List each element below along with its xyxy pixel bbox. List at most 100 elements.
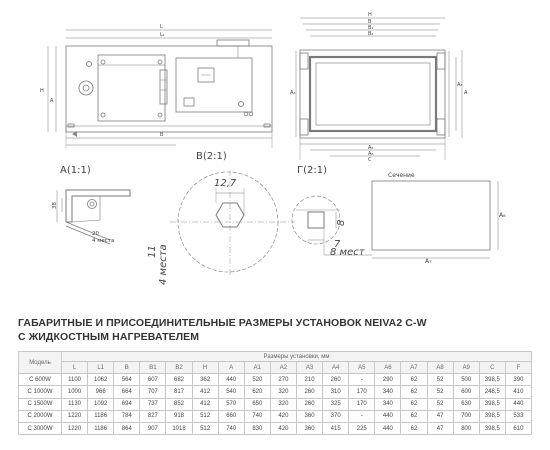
value-cell: 533 (504, 409, 533, 423)
column-header: A9 (452, 360, 480, 375)
value-cell: 62 (400, 409, 428, 423)
value-cell: 440 (217, 373, 245, 387)
view-g-label: Г(2:1) (297, 165, 327, 176)
value-cell: 907 (139, 421, 167, 436)
front-dim-l1: L₁ (160, 32, 165, 38)
value-cell: 225 (348, 421, 376, 436)
column-header: A6 (374, 360, 402, 375)
column-header: L1 (87, 360, 115, 375)
side-dim-a4: A₄ (290, 90, 296, 96)
view-g-width: 7 (334, 239, 341, 250)
view-g-places: 8 мест (330, 247, 365, 258)
model-cell: C 1500W (18, 397, 62, 411)
view-a-count: 20 (92, 231, 99, 237)
column-header: A7 (400, 360, 428, 375)
view-a-places: 4 места (92, 238, 115, 244)
value-cell: 360 (295, 409, 324, 423)
value-cell: 512 (191, 421, 219, 436)
side-dim-b1: B₁ (368, 25, 374, 31)
column-header: L (60, 360, 89, 375)
section-label: Сечение (388, 172, 415, 179)
value-cell: 260 (295, 385, 324, 399)
value-cell: 47 (426, 421, 454, 436)
view-a-dim: 38 (52, 202, 58, 209)
value-cell: 852 (165, 397, 193, 411)
value-cell: 410 (504, 385, 533, 399)
side-dim-a: A (464, 90, 468, 96)
value-cell: 440 (374, 409, 402, 423)
value-cell: 362 (191, 373, 219, 387)
value-cell: 170 (348, 385, 376, 399)
side-dim-a6: A₆ (368, 151, 374, 157)
value-cell: 610 (504, 421, 533, 436)
column-header: A8 (426, 360, 454, 375)
value-cell: 660 (217, 409, 245, 423)
value-cell: 864 (113, 421, 141, 436)
value-cell: 682 (165, 373, 193, 387)
value-cell: 1220 (60, 409, 89, 423)
value-cell: 570 (217, 397, 245, 411)
value-cell: 1000 (60, 385, 89, 399)
value-cell: 290 (374, 373, 402, 387)
technical-drawing (47, 17, 499, 275)
model-cell: C 1000W (18, 385, 62, 399)
value-cell: 630 (452, 397, 480, 411)
value-cell: 500 (452, 373, 480, 387)
view-g-height: 8 (336, 219, 347, 226)
value-cell: 1220 (60, 421, 89, 436)
column-header: B2 (165, 360, 193, 375)
value-cell: 415 (322, 421, 350, 436)
value-cell: 62 (400, 373, 428, 387)
value-cell: 370 (322, 409, 350, 423)
view-a-label: А(1:1) (60, 165, 91, 176)
value-cell: 1130 (60, 397, 89, 411)
section-width-label: A₇ (425, 258, 432, 265)
column-header: A4 (322, 360, 350, 375)
value-cell: 420 (269, 421, 297, 436)
value-cell: 966 (87, 385, 115, 399)
value-cell: 440 (374, 421, 402, 436)
value-cell: 607 (139, 373, 167, 387)
value-cell: 62 (400, 421, 428, 436)
value-cell: 340 (374, 397, 402, 411)
value-cell: 412 (191, 385, 219, 399)
value-cell: 620 (243, 385, 271, 399)
value-cell: - (348, 409, 376, 423)
value-cell: 817 (165, 385, 193, 399)
value-cell: 320 (269, 397, 297, 411)
section-height-label: A₈ (499, 212, 506, 219)
front-dim-l: L (160, 24, 163, 30)
value-cell: 210 (295, 373, 324, 387)
value-cell: 62 (400, 385, 428, 399)
value-cell: 398,5 (478, 373, 506, 387)
view-b-places: 4 места (158, 244, 169, 285)
value-cell: 270 (269, 373, 297, 387)
value-cell: 664 (113, 385, 141, 399)
column-header: A1 (243, 360, 271, 375)
section-view (371, 180, 499, 259)
value-cell: 600 (452, 385, 480, 399)
detail-b (170, 170, 295, 275)
value-cell: 398,5 (478, 421, 506, 436)
column-header: A5 (348, 360, 376, 375)
value-cell: 694 (113, 397, 141, 411)
value-cell: 390 (504, 373, 533, 387)
value-cell: 320 (269, 385, 297, 399)
value-cell: 52 (426, 373, 454, 387)
value-cell: 260 (295, 397, 324, 411)
value-cell: 740 (217, 421, 245, 436)
model-cell: C 2000W (18, 409, 62, 423)
value-cell: 1092 (87, 397, 115, 411)
table-title: ГАБАРИТНЫЕ И ПРИСОЕДИНИТЕЛЬНЫЕ РАЗМЕРЫ У… (18, 316, 533, 344)
side-dim-c: C (368, 157, 372, 163)
column-header: A2 (269, 360, 297, 375)
value-cell: 800 (452, 421, 480, 436)
